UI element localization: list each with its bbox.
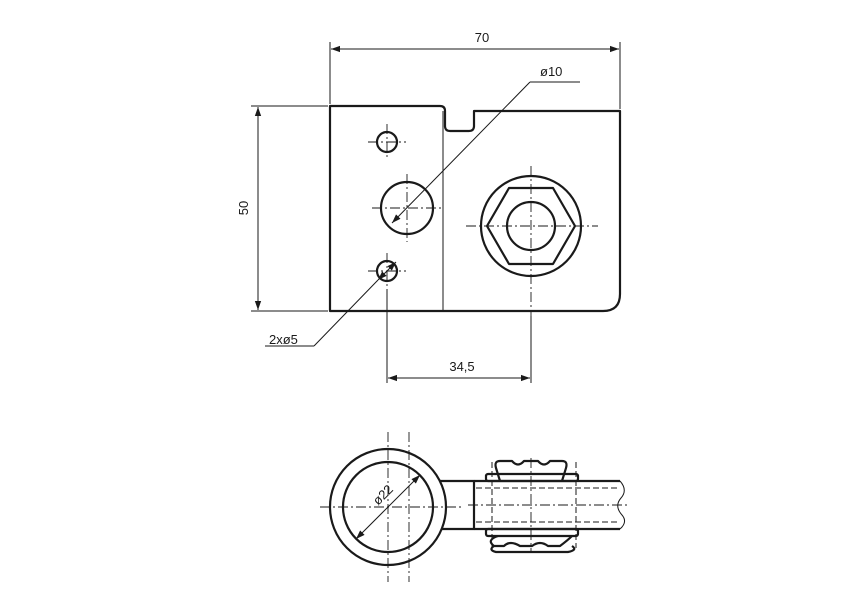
small-holes-leader — [377, 261, 397, 281]
spacing-label: 34,5 — [449, 359, 474, 374]
ring-diameter-line — [355, 474, 421, 540]
height-label: 50 — [236, 201, 251, 215]
small-holes-leader — [313, 279, 379, 347]
side-view: ø22 — [320, 432, 630, 582]
small-holes-label: 2xø5 — [269, 332, 298, 347]
large-hole-label: ø10 — [540, 64, 562, 79]
washer-top — [484, 472, 580, 483]
nut-bottom — [489, 534, 573, 548]
ring-diameter-label: ø22 — [370, 482, 396, 508]
washer-bottom — [484, 527, 580, 538]
width-label: 70 — [475, 30, 489, 45]
plate-outline — [328, 104, 622, 313]
nut-top — [494, 459, 568, 482]
top-view — [328, 104, 622, 316]
break-line — [617, 480, 626, 530]
dimensions: 70 50 ø10 2xø5 34,5 — [236, 30, 621, 383]
nut-bottom-flange — [490, 545, 576, 554]
large-hole-leader — [391, 81, 531, 224]
